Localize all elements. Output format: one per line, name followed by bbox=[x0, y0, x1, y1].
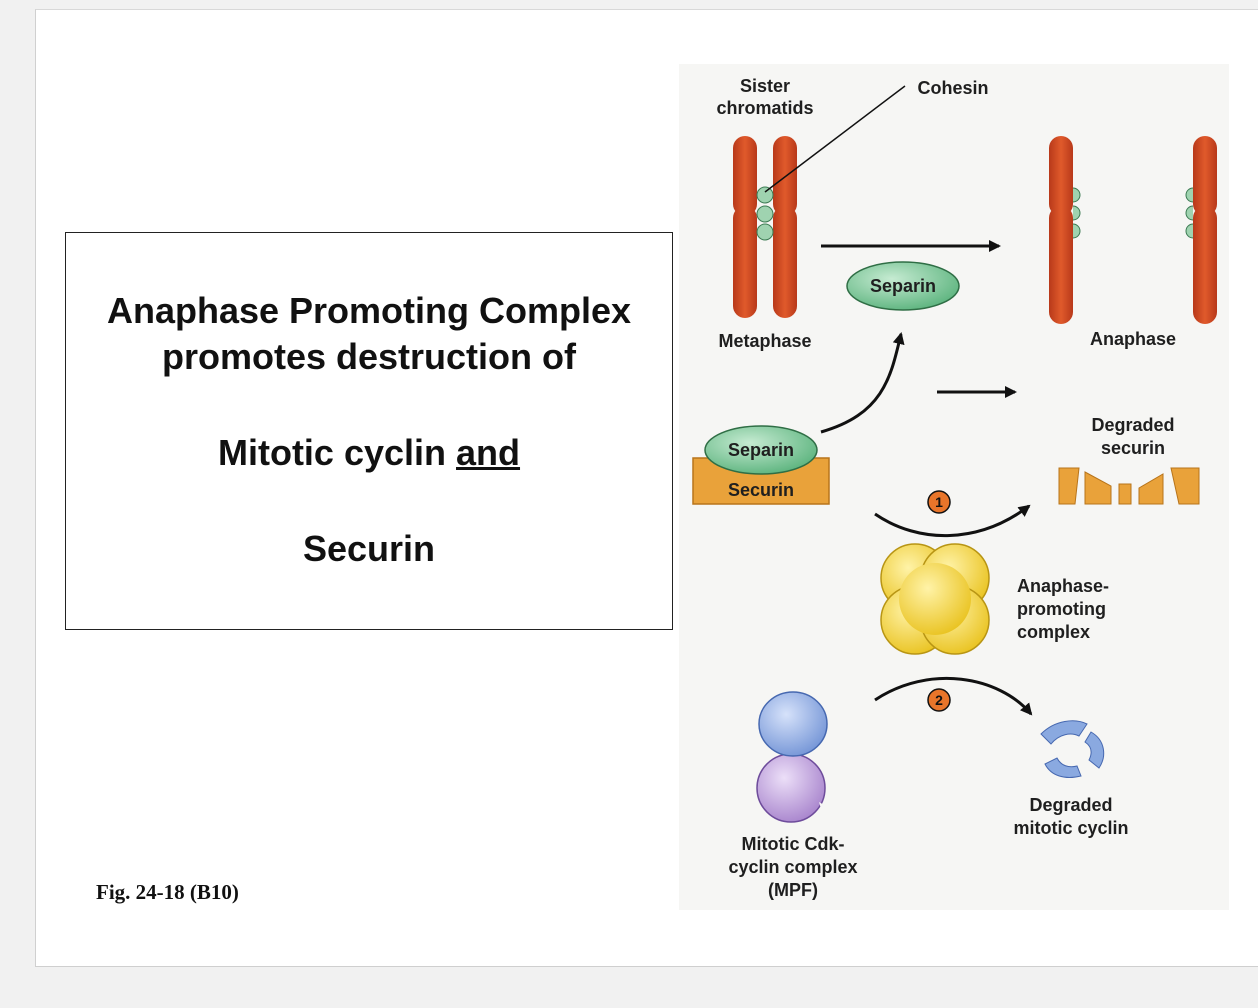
apc-label-line-3: complex bbox=[1017, 622, 1090, 642]
slide-title-box: Anaphase Promoting Complex promotes dest… bbox=[65, 232, 673, 630]
separin-free-label: Separin bbox=[870, 276, 936, 296]
cohesin-label: Cohesin bbox=[917, 78, 988, 98]
mpf-label-line-3: (MPF) bbox=[768, 880, 818, 900]
step-2-badge bbox=[927, 688, 951, 712]
step-1-number: 1 bbox=[935, 494, 943, 510]
title-line-4: Securin bbox=[302, 528, 436, 569]
mpf-label-line-1: Mitotic Cdk- bbox=[742, 834, 845, 854]
title-line-3-text: Mitotic cyclin bbox=[217, 432, 457, 473]
degraded-securin-label-line-2: securin bbox=[1101, 438, 1165, 458]
anaphase-promoting-complex bbox=[880, 543, 990, 655]
step-1-badge bbox=[927, 490, 951, 514]
degraded-cyclin-label-line-1: Degraded bbox=[1029, 795, 1112, 815]
cohesin-ring bbox=[756, 205, 774, 223]
mpf-label-line-2: cyclin complex bbox=[728, 857, 857, 877]
sister-chromatids-label-line-1: Sister bbox=[740, 76, 790, 96]
degraded-cyclin-label-line-2: mitotic cyclin bbox=[1013, 818, 1128, 838]
cdk-subunit bbox=[756, 753, 826, 823]
separin-free bbox=[846, 261, 960, 311]
title-underlined-word: and bbox=[456, 432, 521, 473]
title-line-3: Mitotic cyclin and bbox=[66, 433, 672, 473]
anaphase-chromatid-right bbox=[1185, 136, 1217, 324]
apc-label-line-1: Anaphase- bbox=[1017, 576, 1109, 596]
cohesin-ring bbox=[756, 223, 774, 241]
degraded-securin-label-line-1: Degraded bbox=[1091, 415, 1174, 435]
degraded-securin-fragments bbox=[1058, 467, 1200, 505]
figure-label: Fig. 24-18 (B10) bbox=[96, 880, 239, 904]
apc-diagram: Separin Separin Securin 1 2 bbox=[679, 64, 1229, 910]
title-line-1: Anaphase Promoting Complex bbox=[106, 290, 632, 331]
cohesin-pointer-line bbox=[764, 85, 906, 193]
cyclin-subunit bbox=[758, 691, 828, 757]
anaphase-chromatid-left bbox=[1049, 136, 1081, 324]
sister-chromatids-label-line-2: chromatids bbox=[716, 98, 813, 118]
step-2-number: 2 bbox=[935, 692, 943, 708]
degraded-cyclin-fragments bbox=[1040, 720, 1105, 778]
separin-bound bbox=[704, 425, 818, 475]
anaphase-label: Anaphase bbox=[1090, 329, 1176, 349]
step-1-arrow bbox=[874, 504, 1031, 537]
title-line-2: promotes destruction of bbox=[161, 336, 577, 377]
cohesin-ring bbox=[756, 186, 774, 204]
separin-release-arrow bbox=[820, 332, 905, 434]
metaphase-label: Metaphase bbox=[718, 331, 811, 351]
mpf-complex bbox=[756, 691, 829, 823]
separin-bound-label: Separin bbox=[728, 440, 794, 460]
step-2-arrow bbox=[874, 676, 1033, 716]
apc-label-line-2: promoting bbox=[1017, 599, 1106, 619]
securin-label: Securin bbox=[728, 480, 794, 500]
